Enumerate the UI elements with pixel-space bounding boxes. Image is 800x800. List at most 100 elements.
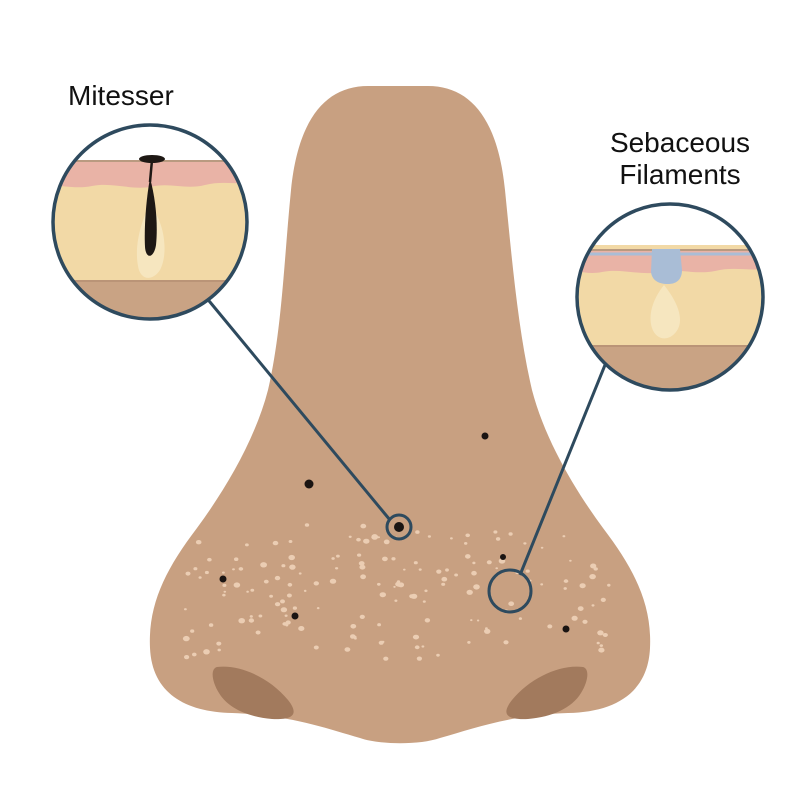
pore-speckle: [383, 539, 390, 545]
pore-speckle: [298, 626, 305, 631]
blackhead-target-ring: [385, 513, 413, 541]
pore-speckle: [274, 575, 281, 581]
pore-speckle: [413, 561, 418, 565]
nose-shape: [149, 86, 651, 744]
pore-speckle: [336, 554, 340, 558]
pore-speckle: [234, 557, 239, 561]
pore-speckle: [383, 656, 389, 661]
pore-speckle: [250, 588, 255, 592]
sebaceous-filaments-label-line1: Sebaceous: [609, 127, 751, 158]
pore-speckle: [245, 543, 249, 547]
pore-speckle: [381, 640, 385, 644]
blackhead-dot: [500, 554, 506, 560]
pore-speckle: [263, 579, 269, 584]
pore-speckle: [233, 582, 241, 588]
pore-speckle: [471, 570, 477, 576]
pore-speckle: [416, 656, 422, 661]
pore-speckle: [470, 619, 473, 622]
pore-speckle: [465, 554, 471, 559]
pore-speckle: [415, 530, 420, 534]
pore-speckle: [503, 640, 509, 645]
pore-speckle: [540, 583, 544, 586]
pore-speckle: [579, 583, 586, 589]
pore-speckle: [602, 633, 608, 637]
pore-speckle: [412, 634, 420, 640]
right-nostril: [506, 666, 588, 720]
pore-speckle: [495, 567, 499, 570]
pore-speckle: [313, 645, 319, 650]
pore-speckle: [249, 615, 253, 618]
pore-speckle: [422, 600, 426, 603]
pore-speckle: [525, 569, 530, 573]
pore-speckle: [281, 564, 286, 568]
pore-speckle: [207, 557, 212, 562]
pore-speckle: [418, 568, 422, 571]
pore-speckle: [493, 530, 498, 534]
pore-speckle: [590, 563, 597, 569]
pore-speckle: [377, 582, 381, 586]
pore-speckle: [396, 582, 402, 587]
blackhead-label: Mitesser: [68, 80, 174, 111]
pore-speckle: [304, 523, 310, 527]
pore-speckle: [192, 652, 197, 657]
pore-speckle: [269, 594, 273, 598]
pore-speckle: [563, 587, 567, 590]
pore-speckle: [436, 653, 440, 657]
pore-speckle: [185, 571, 191, 576]
pore-speckle: [350, 634, 356, 639]
pore-speckle: [280, 607, 288, 613]
pore-speckle: [272, 540, 279, 546]
blackhead-pointer-line: [203, 295, 392, 521]
pore-speckle: [184, 655, 190, 660]
pore-speckle: [454, 573, 458, 577]
blackhead-dot: [304, 479, 314, 489]
pore-speckle: [371, 534, 378, 540]
pore-speckle: [354, 637, 357, 640]
pore-speckle: [303, 589, 307, 593]
pore-speckle: [436, 569, 442, 574]
pore-speckle: [316, 607, 320, 610]
pore-speckle: [260, 562, 267, 568]
pore-speckle: [193, 567, 198, 571]
pore-speckle: [232, 568, 235, 571]
pore-speckle: [607, 583, 611, 587]
pore-speckle: [223, 590, 227, 593]
pore-speckle: [285, 620, 291, 625]
pore-speckle: [396, 580, 401, 583]
pore-speckle: [248, 618, 255, 623]
pore-speckle: [216, 641, 222, 646]
filament-pointer-line: [518, 364, 607, 576]
pore-speckle: [190, 629, 195, 633]
blackhead-dot: [481, 432, 489, 440]
pore-speckle: [421, 645, 425, 648]
pore-speckle: [350, 624, 357, 629]
pore-speckle: [563, 579, 569, 583]
pore-speckle: [495, 537, 501, 541]
pore-speckle: [286, 593, 292, 598]
pore-speckle: [393, 585, 396, 588]
pore-speckle: [562, 535, 566, 538]
filament-target-ring: [487, 568, 533, 614]
pore-speckle: [344, 647, 351, 652]
pore-speckle: [358, 561, 365, 566]
pore-speckle: [204, 570, 209, 575]
pore-speckle: [280, 599, 285, 604]
pore-speckle: [198, 576, 202, 579]
pore-speckle: [363, 538, 370, 544]
pore-speckle: [222, 571, 225, 574]
pore-speckle: [597, 630, 604, 636]
pore-speckle: [582, 619, 588, 624]
pore-speckle: [357, 553, 362, 557]
pore-speckle: [377, 623, 381, 627]
pore-speckle: [508, 601, 515, 606]
pore-speckle: [331, 557, 335, 560]
pore-speckle: [379, 592, 386, 598]
pore-speckle: [410, 593, 418, 599]
pore-speckle: [523, 542, 527, 545]
pore-speckle: [547, 624, 553, 629]
pore-speckle: [288, 540, 293, 543]
pore-speckle: [335, 567, 339, 570]
pore-speckle: [441, 582, 446, 586]
pore-speckle: [287, 582, 293, 587]
